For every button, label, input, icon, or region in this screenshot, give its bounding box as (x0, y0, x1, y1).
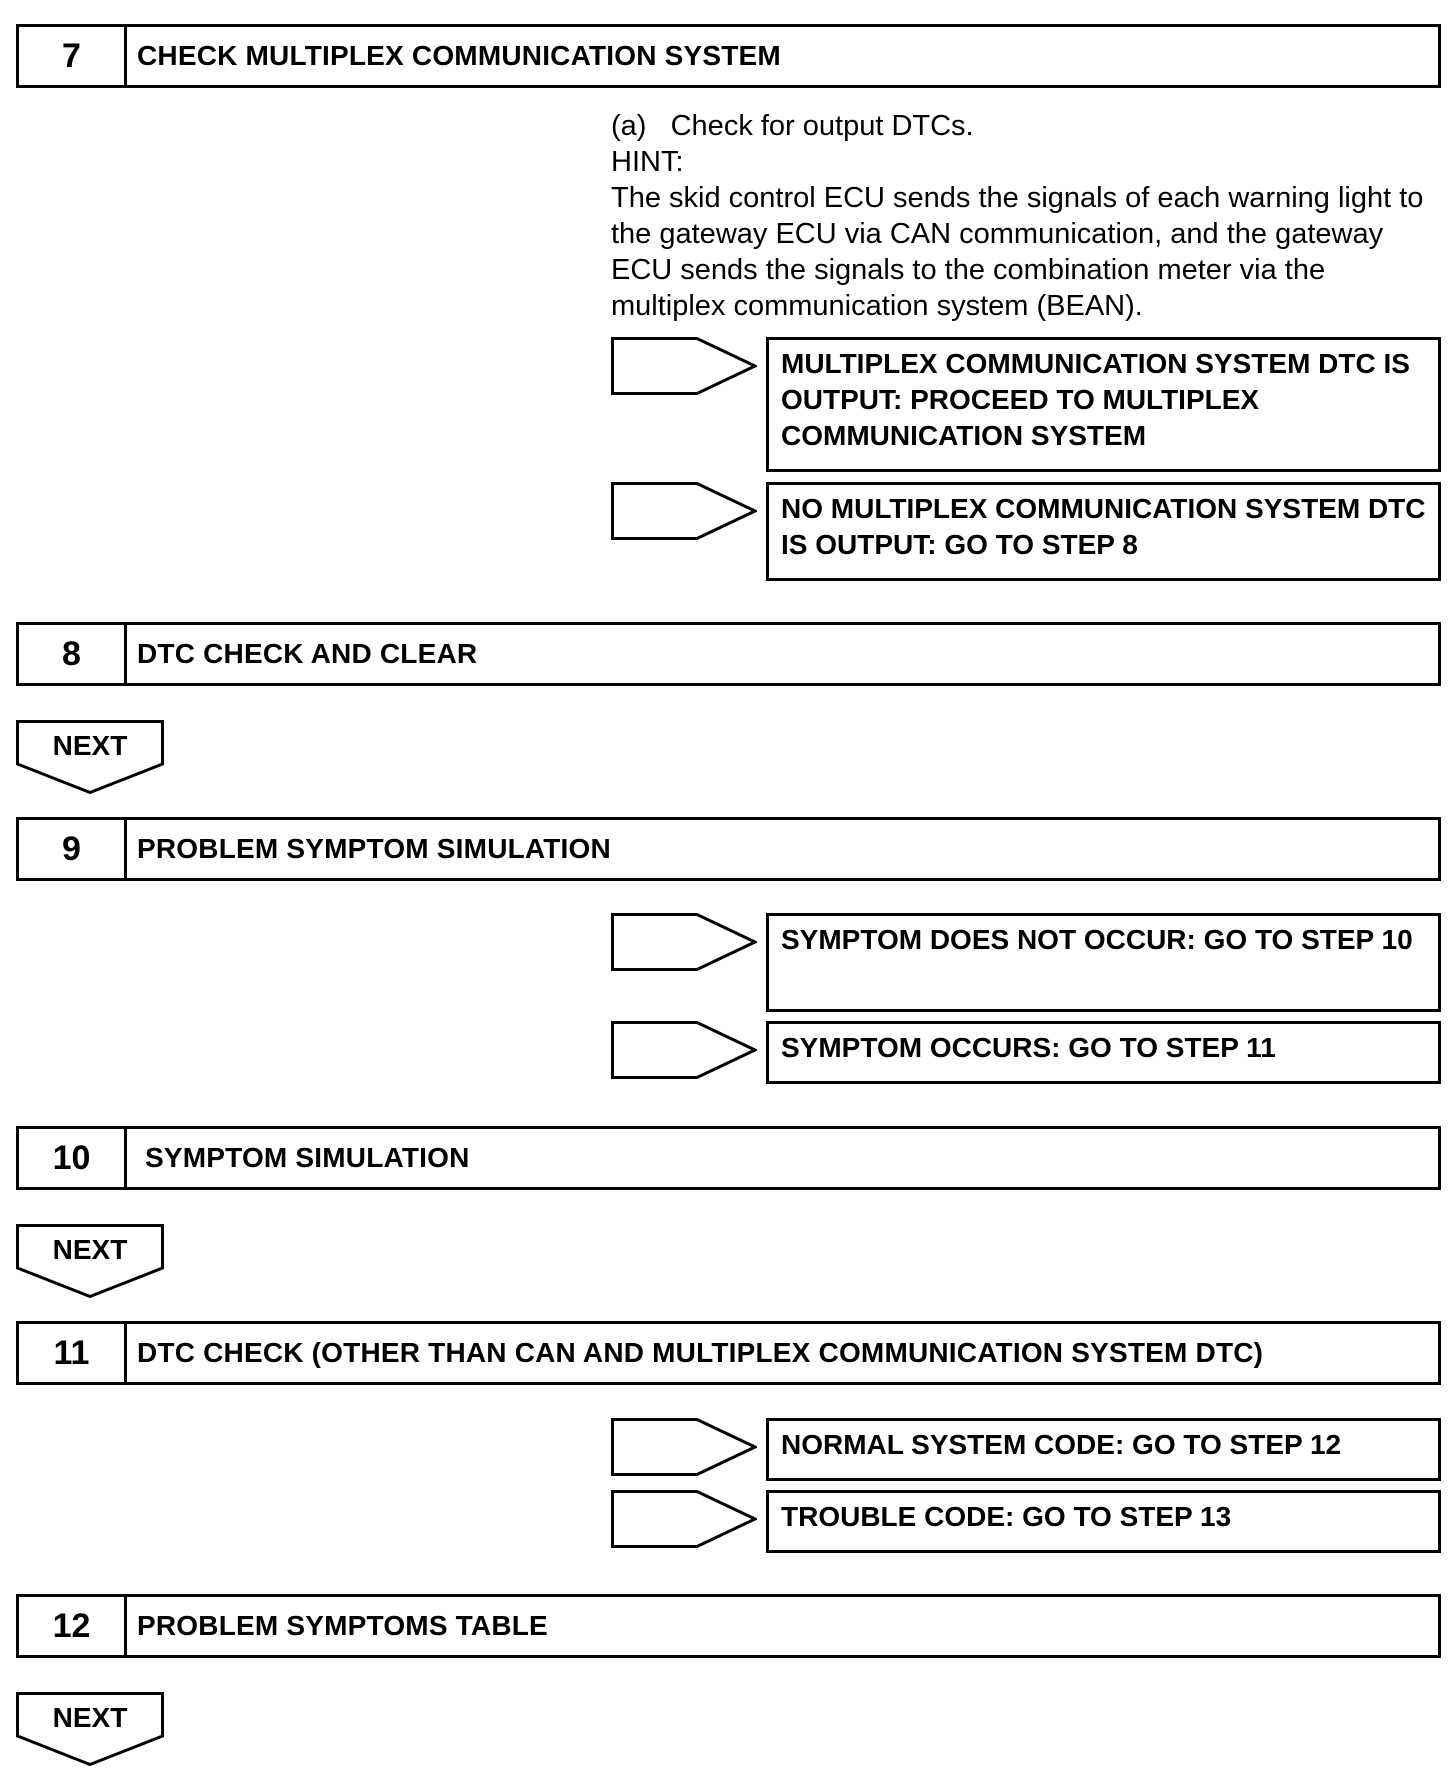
step-8-header: 8 DTC CHECK AND CLEAR (16, 622, 1441, 686)
next-label: NEXT (52, 1234, 128, 1265)
result-box: NORMAL SYSTEM CODE: GO TO STEP 12 (766, 1418, 1441, 1481)
result-arrow-icon (611, 1021, 757, 1079)
step-title: PROBLEM SYMPTOM SIMULATION (137, 833, 611, 864)
step-10-header: 10 SYMPTOM SIMULATION (16, 1126, 1441, 1190)
result-box: SYMPTOM DOES NOT OCCUR: GO TO STEP 10 (766, 913, 1441, 1012)
hint-label: HINT: (611, 146, 684, 178)
step-7-header: 7 CHECK MULTIPLEX COMMUNICATION SYSTEM (16, 24, 1441, 88)
step-number: 7 (19, 27, 127, 85)
next-label: NEXT (52, 1702, 128, 1733)
result-box: TROUBLE CODE: GO TO STEP 13 (766, 1490, 1441, 1553)
result-box: NO MULTIPLEX COMMUNICATION SYSTEM DTC IS… (766, 482, 1441, 581)
step-number: 9 (19, 820, 127, 878)
next-arrow: NEXT (16, 720, 164, 794)
hint-text: The skid control ECU sends the signals o… (611, 182, 1424, 322)
result-arrow-icon (611, 1418, 757, 1476)
result-arrow-icon (611, 913, 757, 971)
result-box: MULTIPLEX COMMUNICATION SYSTEM DTC IS OU… (766, 337, 1441, 472)
next-label: NEXT (52, 730, 128, 761)
down-arrow-icon (16, 1224, 164, 1298)
next-arrow: NEXT (16, 1224, 164, 1298)
step-title: CHECK MULTIPLEX COMMUNICATION SYSTEM (137, 40, 781, 71)
step-title: DTC CHECK (OTHER THAN CAN AND MULTIPLEX … (137, 1337, 1264, 1368)
step-9-header: 9 PROBLEM SYMPTOM SIMULATION (16, 817, 1441, 881)
step-title: SYMPTOM SIMULATION (145, 1142, 470, 1173)
step-11-header: 11 DTC CHECK (OTHER THAN CAN AND MULTIPL… (16, 1321, 1441, 1385)
result-arrow-icon (611, 1490, 757, 1548)
step-number: 8 (19, 625, 127, 683)
next-arrow: NEXT (16, 1692, 164, 1766)
result-arrow-icon (611, 337, 757, 395)
step-title: DTC CHECK AND CLEAR (137, 638, 478, 669)
instruction-text: (a) Check for output DTCs. (611, 110, 974, 142)
down-arrow-icon (16, 1692, 164, 1766)
step-7-hint-block: (a) Check for output DTCs. HINT: The ski… (611, 108, 1441, 324)
down-arrow-icon (16, 720, 164, 794)
step-number: 11 (19, 1324, 127, 1382)
result-box: SYMPTOM OCCURS: GO TO STEP 11 (766, 1021, 1441, 1084)
result-arrow-icon (611, 482, 757, 540)
step-number: 10 (19, 1129, 127, 1187)
step-number: 12 (19, 1597, 127, 1655)
step-12-header: 12 PROBLEM SYMPTOMS TABLE (16, 1594, 1441, 1658)
step-title: PROBLEM SYMPTOMS TABLE (137, 1610, 548, 1641)
